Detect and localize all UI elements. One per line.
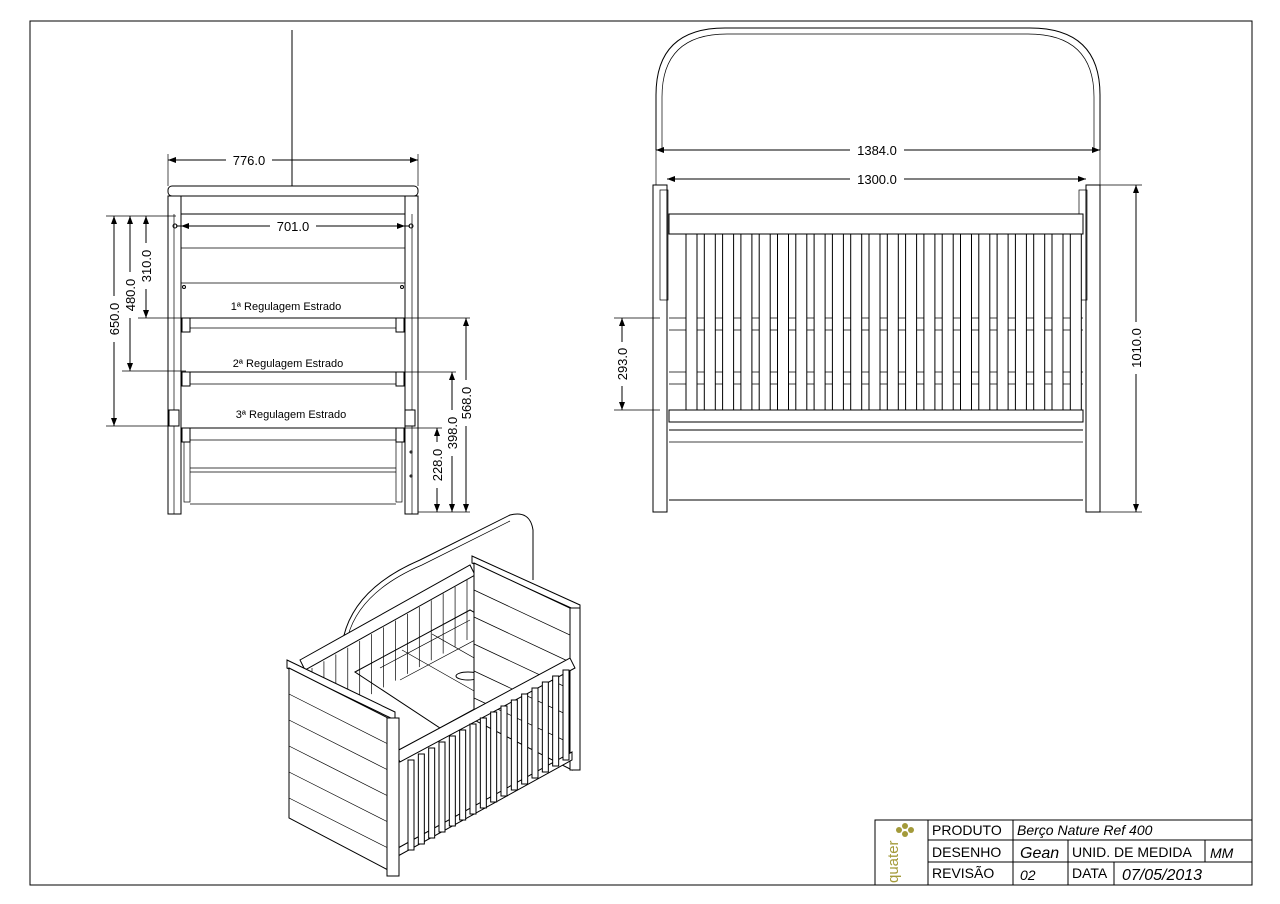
sheet-border [29, 20, 1253, 886]
dim-650-label: 650.0 [107, 303, 122, 336]
data-label: DATA [1072, 865, 1108, 881]
reg1-label: 1ª Regulagem Estrado [231, 301, 341, 313]
dim-293-label: 293.0 [615, 348, 630, 381]
dim-480-label: 480.0 [123, 279, 138, 312]
slat [960, 233, 972, 411]
unid-value: MM [1210, 845, 1234, 861]
data-value: 07/05/2013 [1122, 867, 1202, 884]
dim-701-label: 701.0 [277, 219, 310, 234]
side-view: 776.0 701.0 650.0 480.0 310.0 1ª Regulag… [106, 30, 474, 515]
crib-slats [685, 233, 1082, 411]
front-bottom-rail [668, 409, 1084, 423]
front-left-post [652, 184, 668, 513]
slat [758, 233, 771, 411]
slat [722, 233, 735, 411]
dim-1300-label: 1300.0 [857, 172, 897, 187]
slat [831, 233, 844, 411]
slat [905, 233, 918, 411]
slat [740, 233, 753, 411]
dim-228-label: 228.0 [430, 449, 445, 482]
quater-logo: quater [885, 823, 914, 883]
desenho-value: Gean [1020, 845, 1059, 862]
side-top-rail [167, 185, 419, 197]
produto-label: PRODUTO [932, 822, 1002, 838]
slat [703, 233, 716, 411]
side-left-post [167, 195, 182, 515]
dim-568-label: 568.0 [459, 387, 474, 420]
slat [795, 233, 808, 411]
desenho-label: DESENHO [932, 844, 1001, 860]
iso-canopy [341, 513, 534, 646]
reg3-label: 3ª Regulagem Estrado [236, 409, 346, 421]
slat [850, 233, 863, 411]
slat [777, 233, 789, 411]
reg2-label: 2ª Regulagem Estrado [233, 358, 343, 370]
slat [923, 233, 936, 411]
dim-398-label: 398.0 [445, 417, 460, 450]
slat [813, 233, 826, 411]
side-right-post [404, 195, 419, 515]
slat [1051, 233, 1064, 411]
dim-776-label: 776.0 [233, 153, 266, 168]
revisao-value: 02 [1020, 867, 1036, 883]
front-top-rail [668, 213, 1084, 235]
front-right-post [1085, 184, 1101, 513]
unid-label: UNID. DE MEDIDA [1072, 844, 1192, 860]
logo-text: quater [885, 840, 902, 883]
produto-value: Berço Nature Ref 400 [1017, 822, 1153, 838]
slat [685, 233, 698, 411]
dim-310-label: 310.0 [139, 250, 154, 283]
slat [1014, 233, 1027, 411]
iso-left-end [288, 667, 389, 871]
slat [941, 233, 954, 411]
slat [978, 233, 991, 411]
dim-1010-label: 1010.0 [1129, 328, 1144, 368]
revisao-label: REVISÃO [932, 865, 994, 881]
isometric-view [286, 513, 581, 877]
slat [886, 233, 899, 411]
canopy-arch [655, 27, 1101, 150]
slat [1069, 233, 1082, 411]
slat [1033, 233, 1046, 411]
front-view: 1384.0 1300.0 293.0 1010.0 [614, 27, 1144, 513]
slat [996, 233, 1009, 411]
title-block: quater PRODUTO Berço Nature Ref 400 DESE… [874, 819, 1253, 886]
slat [868, 233, 881, 411]
dim-1384-label: 1384.0 [857, 143, 897, 158]
